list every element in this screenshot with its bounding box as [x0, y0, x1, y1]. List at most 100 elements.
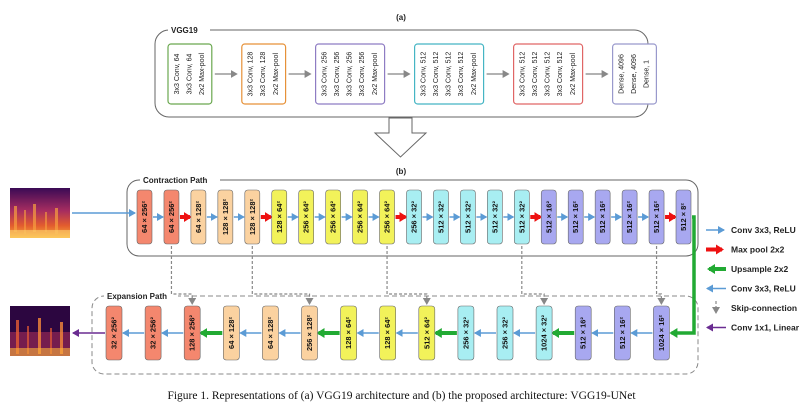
vgg-layer-label: 3x3 Conv, 256	[347, 52, 354, 97]
expansion-block-12	[535, 305, 553, 361]
contraction-block-label: 512 × 8²	[679, 203, 688, 231]
legend-label: Conv 1x1, Linear	[731, 323, 800, 333]
expansion-block-4	[223, 305, 240, 361]
legend-label: Conv 3x3, ReLU	[731, 225, 796, 235]
contraction-block-label: 128 × 128²	[221, 198, 230, 235]
contraction-block-label: 512 × 32²	[463, 201, 472, 233]
vgg-layer-label: Dense, 4096	[618, 54, 625, 94]
expansion-block-label: 32 × 256²	[110, 317, 119, 349]
contraction-block-label: 512 × 32²	[517, 201, 526, 233]
vgg-block-5	[512, 43, 584, 105]
bottleneck-upsample-arrow	[669, 215, 696, 338]
vgg-layer-label: 3x3 Conv, 128	[248, 52, 255, 97]
expansion-block-label: 512 × 16²	[579, 317, 588, 349]
contraction-block-label: 512 × 16²	[625, 201, 634, 233]
vgg-block-2	[241, 43, 287, 105]
vgg-block-6	[611, 43, 657, 105]
contraction-block-label: 256 × 64²	[383, 201, 392, 233]
contraction-block-17	[567, 189, 584, 245]
vgg-block-4	[414, 43, 485, 105]
part-a-label: (a)	[396, 13, 406, 22]
expansion-block-label: 256 × 32²	[501, 317, 510, 349]
expansion-block-10	[457, 305, 475, 361]
contraction-block-20	[648, 189, 665, 245]
skip-connection-arrow	[521, 246, 549, 305]
vgg-layer-label: 3x3 Conv, 256	[334, 52, 341, 97]
contraction-block-8	[325, 189, 341, 245]
down-arrow-icon	[373, 117, 428, 158]
input-spectrogram	[10, 188, 70, 238]
expansion-block-9	[418, 305, 436, 361]
expansion-block-label: 128 × 64²	[344, 317, 353, 349]
contraction-block-12	[433, 189, 449, 245]
vgg-layer-label: 3x3 Conv, 64	[174, 54, 181, 95]
expansion-block-label: 128 × 64²	[383, 317, 392, 349]
expansion-block-15	[653, 305, 670, 361]
skip-connection-arrow	[251, 246, 314, 305]
skip-connections	[170, 246, 666, 305]
vgg-layer-label: 3x3 Conv, 512	[446, 52, 453, 97]
vgg-layer-label: 3x3 Conv, 512	[532, 52, 539, 97]
contraction-block-label: 512 × 32²	[490, 201, 499, 233]
part-b-label: (b)	[396, 167, 407, 176]
contraction-block-label: 128 × 128²	[248, 198, 257, 235]
contraction-block-10	[379, 189, 395, 245]
contraction-block-label: 512 × 16²	[598, 201, 607, 233]
figure-caption: Figure 1. Representations of (a) VGG19 a…	[167, 390, 636, 402]
contraction-block-4	[217, 189, 234, 245]
legend-label: Max pool 2x2	[731, 245, 785, 255]
vgg-layer-label: 3x3 Conv, 512	[519, 52, 526, 97]
contraction-block-label: 256 × 32²	[410, 201, 419, 233]
contraction-block-label: 256 × 64²	[329, 201, 338, 233]
expansion-block-5	[262, 305, 279, 361]
legend-label: Skip-connection	[731, 303, 797, 313]
expansion-block-11	[496, 305, 514, 361]
contraction-block-label: 64 × 256²	[140, 201, 149, 233]
vgg-layer-label: 3x3 Conv, 512	[420, 52, 427, 97]
contraction-frame	[126, 179, 699, 257]
expansion-block-2	[144, 305, 162, 361]
contraction-block-label: 64 × 128²	[194, 201, 203, 233]
expansion-block-14	[613, 305, 631, 361]
vgg-layer-label: 3x3 Conv, 128	[260, 52, 267, 97]
contraction-block-14	[487, 189, 503, 245]
contraction-block-7	[298, 189, 315, 245]
contraction-block-label: 256 × 64²	[356, 201, 365, 233]
expansion-frame	[91, 295, 699, 375]
contraction-block-19	[621, 189, 638, 245]
vgg-layer-label: Dense, 1	[644, 60, 651, 88]
vgg-layer-label: 3x3 Conv, 512	[458, 52, 465, 97]
expansion-block-label: 32 × 256²	[149, 317, 158, 349]
vgg-layer-label: 2x2 Max-pool	[372, 53, 379, 95]
contraction-title-bg	[140, 174, 220, 186]
vgg-layer-label: 2x2 Max-pool	[570, 53, 577, 95]
contraction-block-21	[675, 189, 692, 245]
vgg-block-1	[167, 43, 213, 105]
contraction-block-label: 256 × 64²	[302, 201, 311, 233]
contraction-block-11	[406, 189, 422, 245]
contraction-block-1	[136, 189, 153, 245]
expansion-block-8	[379, 305, 397, 361]
skip-connection-arrow	[655, 246, 666, 305]
vgg19-title: VGG19	[171, 26, 198, 35]
expansion-arrows	[72, 215, 696, 338]
vgg-layer-label: 3x3 Conv, 512	[545, 52, 552, 97]
expansion-block-label: 256 × 128²	[305, 314, 314, 351]
skip-connection-arrow	[386, 246, 431, 305]
contraction-block-16	[540, 189, 557, 245]
vgg-block-3	[315, 43, 386, 105]
expansion-block-label: 512 × 64²	[422, 317, 431, 349]
contraction-block-2	[163, 189, 180, 245]
output-spectrogram	[10, 306, 70, 356]
contraction-block-label: 512 × 16²	[571, 201, 580, 233]
expansion-block-label: 64 × 128²	[266, 317, 275, 349]
expansion-block-3	[183, 305, 201, 361]
expansion-block-label: 512 × 16²	[618, 317, 627, 349]
vgg-layer-label: 3x3 Conv, 512	[433, 52, 440, 97]
expansion-title-bg	[104, 289, 178, 301]
